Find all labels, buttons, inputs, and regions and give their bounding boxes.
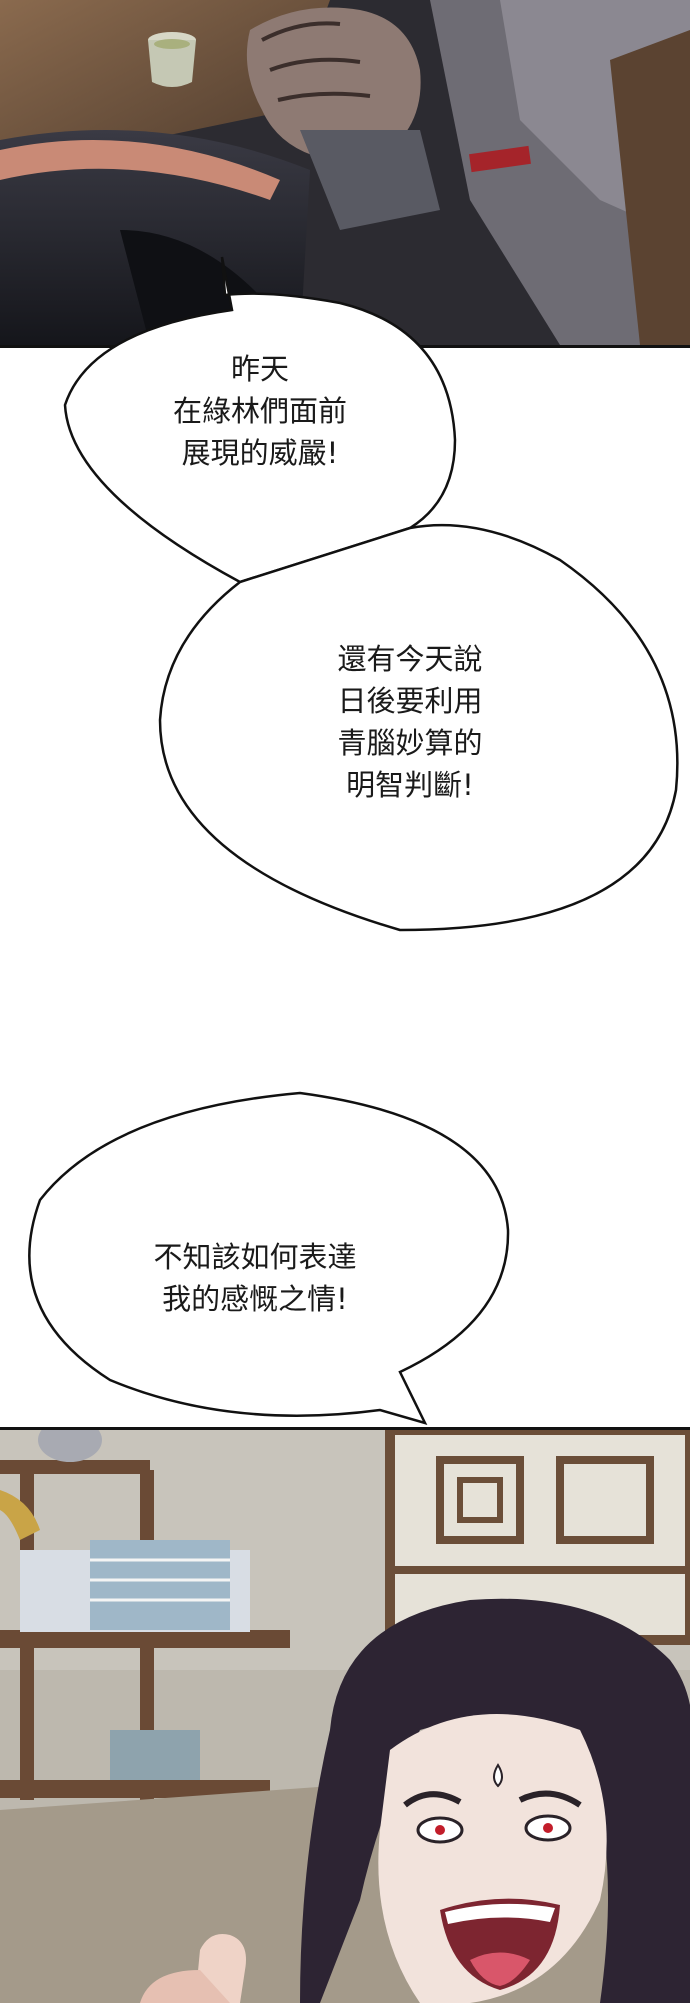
bubble-2-line-4: 明智判斷!: [346, 768, 474, 802]
bubble-2-line-1: 還有今天說: [337, 642, 483, 676]
fist-scene-illustration: [0, 0, 690, 345]
room-scene-illustration: [0, 1430, 690, 2003]
bubble-1-line-3: 展現的威嚴!: [181, 436, 339, 470]
speech-bubble-2-text: 還有今天說 日後要利用 青腦妙算的 明智判斷!: [290, 638, 530, 806]
laughing-character-illustration: [300, 1598, 690, 2003]
bottom-comic-panel: [0, 1427, 690, 2003]
bubble-2-line-3: 青腦妙算的: [337, 726, 483, 760]
bubble-3-line-1: 不知該如何表達: [153, 1240, 357, 1274]
bubble-1-line-1: 昨天: [230, 352, 289, 386]
clenched-fist-icon: [246, 7, 440, 230]
bubble-3-line-2: 我的感慨之情!: [162, 1282, 348, 1316]
bubble-2-line-2: 日後要利用: [337, 684, 483, 718]
tea-cup-icon: [148, 32, 196, 87]
thumbs-up-hand-icon: [140, 1934, 246, 2003]
speech-bubble-1-text: 昨天 在綠林們面前 展現的威嚴!: [140, 348, 380, 474]
speech-bubble-3-text: 不知該如何表達 我的感慨之情!: [115, 1236, 395, 1320]
bubble-1-line-2: 在綠林們面前: [172, 394, 347, 428]
top-comic-panel: [0, 0, 690, 348]
